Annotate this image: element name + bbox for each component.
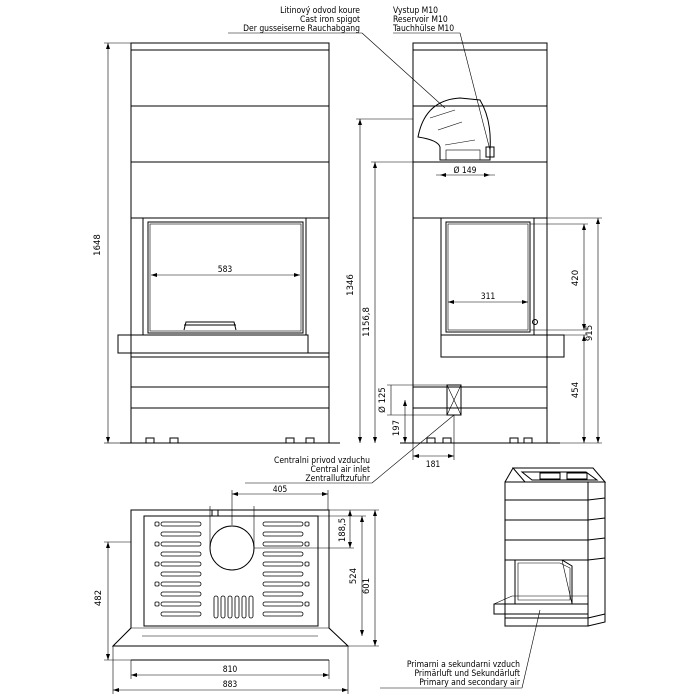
callout-spigot: Litinový odvod koure Cast iron spigot De… <box>228 6 446 109</box>
svg-text:Primarni a sekundarni vzduch: Primarni a sekundarni vzduch <box>407 660 520 670</box>
flue-opening <box>209 525 255 571</box>
front-view: 583 1648 <box>93 42 340 444</box>
front-shelf <box>117 334 309 354</box>
center-vent-slots <box>213 595 254 619</box>
svg-text:Litinový odvod koure: Litinový odvod koure <box>280 6 360 16</box>
dim-601: 601 <box>362 578 372 594</box>
dim-149: Ø 149 <box>453 165 476 176</box>
dim-125: Ø 125 <box>377 387 388 413</box>
svg-text:Central air inlet: Central air inlet <box>311 465 370 475</box>
reservoir-m10 <box>485 146 495 158</box>
dim-197: 197 <box>392 420 402 436</box>
dim-188-5: 188,5 <box>338 518 348 542</box>
dim-810: 810 <box>223 665 238 675</box>
dim-1156-8: 1156,8 <box>362 307 372 337</box>
dim-311: 311 <box>481 292 496 302</box>
callout-primary-air: Primarni a sekundarni vzduch Primärluft … <box>380 609 541 689</box>
right-vent-slots <box>262 521 310 617</box>
side-shelf <box>440 334 565 358</box>
left-vent-slots <box>154 521 202 617</box>
dim-883: 883 <box>223 680 238 690</box>
side-view: Ø 149 311 1346 1156,8 420 915 454 <box>346 42 602 470</box>
dim-583: 583 <box>218 265 233 275</box>
svg-text:Tauchhülse M10: Tauchhülse M10 <box>392 24 454 34</box>
svg-text:Vystup M10: Vystup M10 <box>393 6 438 16</box>
dim-482: 482 <box>94 590 104 606</box>
dim-405: 405 <box>273 485 288 495</box>
cast-iron-spigot <box>417 97 491 161</box>
dim-1648: 1648 <box>93 234 103 256</box>
isometric-view <box>493 467 607 627</box>
plan-view: 405 188,5 524 601 482 810 883 <box>94 485 379 694</box>
side-glass <box>445 221 531 333</box>
svg-text:Primary and secondary air: Primary and secondary air <box>419 678 521 688</box>
svg-text:Centralni privod vzduchu: Centralni privod vzduchu <box>274 456 370 466</box>
svg-text:Primärluft und Sekundärluft: Primärluft und Sekundärluft <box>414 669 520 679</box>
callout-reservoir: Vystup M10 Reservoir M10 Tauchhülse M10 <box>392 6 491 151</box>
svg-text:Reservoir M10: Reservoir M10 <box>393 15 448 25</box>
dim-420: 420 <box>571 270 581 286</box>
dim-454: 454 <box>571 382 581 398</box>
callout-central-air: Centralni privod vzduchu Central air inl… <box>245 414 455 484</box>
front-glass <box>147 221 304 334</box>
svg-text:Der gusseiserne Rauchabgang: Der gusseiserne Rauchabgang <box>243 24 360 34</box>
svg-text:Zentralluftzufuhr: Zentralluftzufuhr <box>305 474 370 484</box>
dim-915: 915 <box>585 325 595 341</box>
svg-text:Cast iron spigot: Cast iron spigot <box>300 15 360 25</box>
dim-181: 181 <box>426 460 441 470</box>
door-handle <box>183 321 237 331</box>
dim-524: 524 <box>349 568 359 584</box>
dim-1346: 1346 <box>346 274 356 296</box>
